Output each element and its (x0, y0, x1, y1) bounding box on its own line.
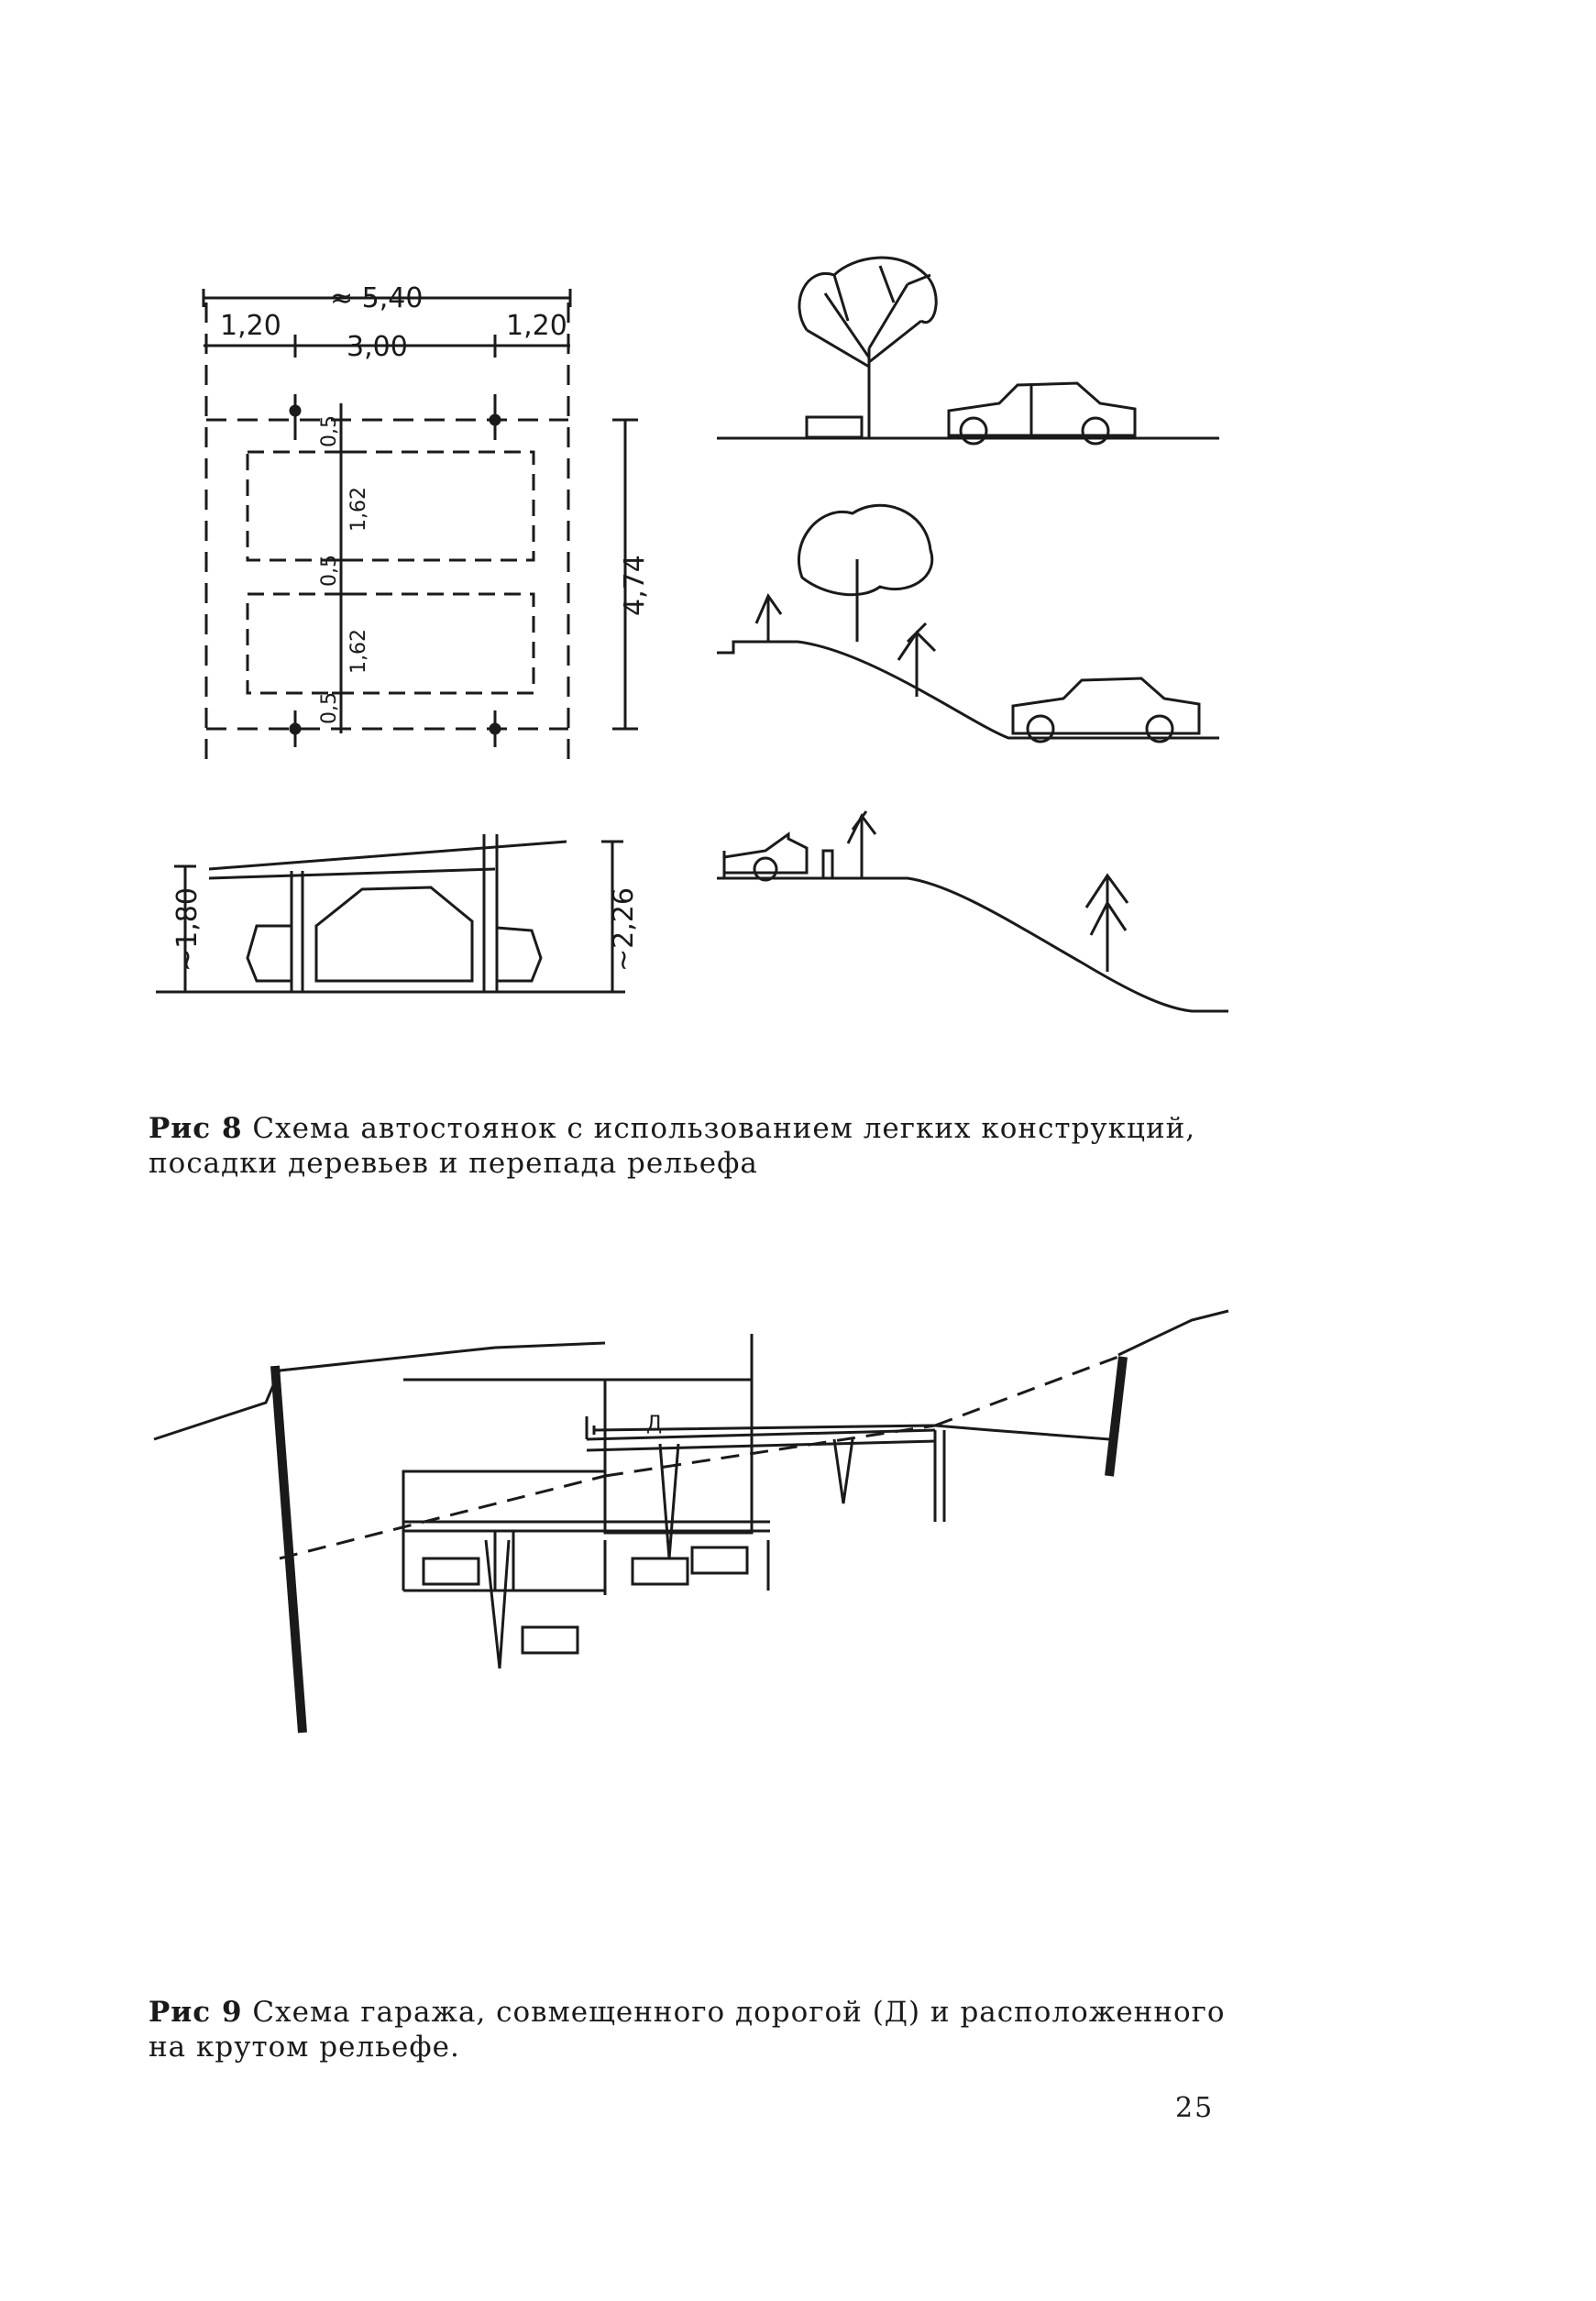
vignette-flat-ground (717, 256, 1219, 446)
dim-chain-2: 1,62 (347, 487, 370, 532)
vignette-slope-up (717, 810, 1228, 1013)
dim-overall-width: ≈ 5,40 (330, 282, 423, 314)
figure-9-caption-label: Рис 9 (149, 1996, 243, 2029)
dim-chain-1: 0,5 (318, 415, 341, 447)
garage-section (153, 1309, 1229, 1734)
dim-side-left: 1,20 (220, 310, 281, 342)
figure-9-caption-text: Схема гаража, совмещенного дорогой (Д) и… (149, 1996, 1226, 2064)
dim-canopy-left: ~1,80 (171, 887, 204, 972)
figure-9-caption: Рис 9 Схема гаража, совмещенного дорогой… (149, 1995, 1230, 2064)
vignette-slope-down (717, 503, 1219, 743)
road-label: Д (646, 1413, 662, 1436)
dim-chain-5: 0,5 (318, 692, 341, 724)
dim-canopy-right: ~2,26 (608, 887, 640, 972)
dim-chain-4: 1,62 (347, 629, 370, 674)
dim-depth-total: 4,74 (619, 555, 651, 616)
page-number: 25 (1175, 2092, 1215, 2124)
dim-side-right: 1,20 (506, 310, 567, 342)
figure-8-caption-text: Схема автостоянок с использованием легки… (149, 1112, 1196, 1180)
parking-plan (202, 289, 638, 770)
dim-chain-3: 0,5 (318, 555, 341, 587)
figure-8-caption: Рис 8 Схема автостоянок с использованием… (149, 1111, 1230, 1181)
canopy-section (156, 834, 625, 994)
figure-8-caption-label: Рис 8 (149, 1112, 243, 1145)
dim-middle: 3,00 (347, 331, 408, 363)
